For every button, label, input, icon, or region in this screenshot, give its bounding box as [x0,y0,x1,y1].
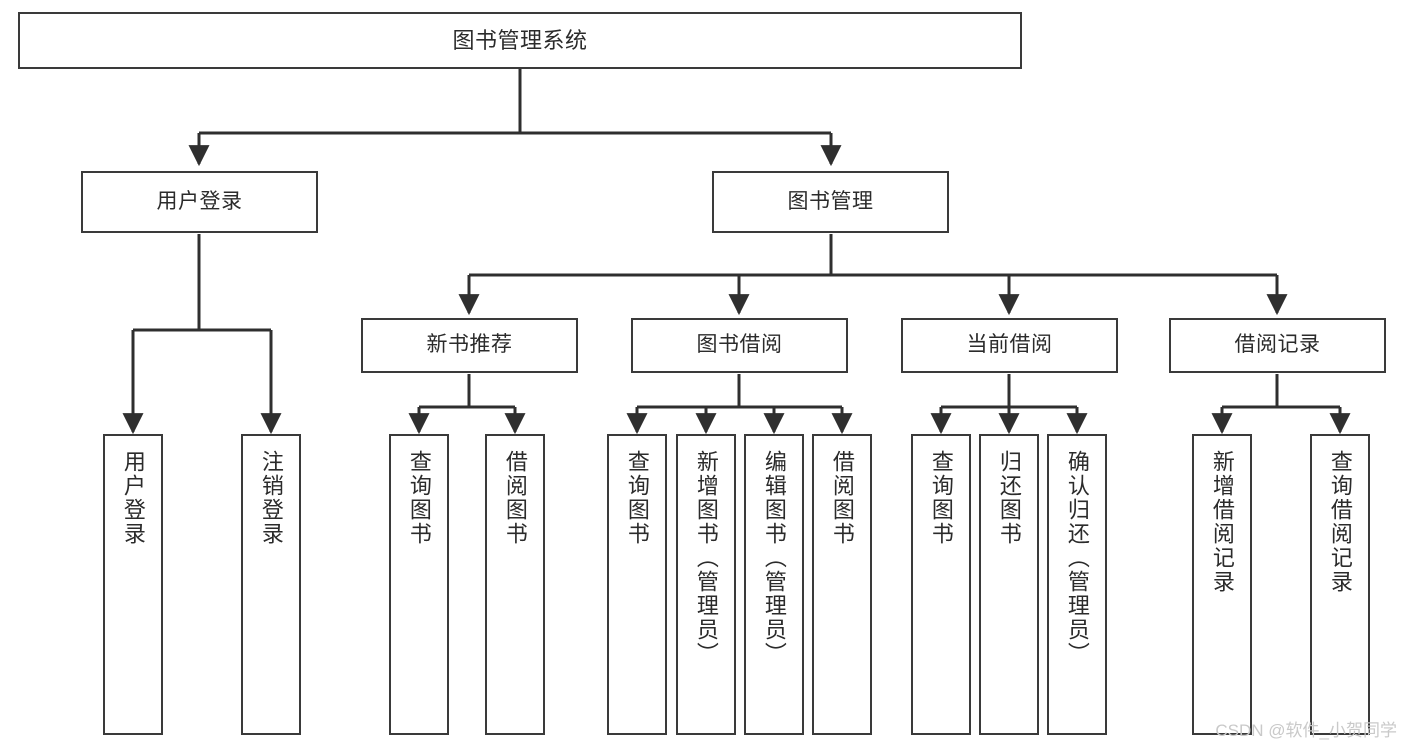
node-label: 归还图书 [996,450,1022,546]
node-borrow-record[interactable]: 借阅记录 [1169,318,1386,373]
node-book-borrow[interactable]: 图书借阅 [631,318,848,373]
csdn-watermark: CSDN @软件_小贺同学 [1215,721,1397,740]
node-label: 注销登录 [258,450,284,546]
node-label: 借阅图书 [502,450,528,546]
node-label: 查询图书 [624,450,650,546]
leaf-current-borrow-confirm-return-admin[interactable]: 确认归还（管理员） [1047,434,1107,735]
leaf-book-borrow-add-book-admin[interactable]: 新增图书（管理员） [676,434,736,735]
node-label: 用户登录 [156,189,243,213]
leaf-new-book-borrow-book[interactable]: 借阅图书 [485,434,545,735]
leaf-current-borrow-query-book[interactable]: 查询图书 [911,434,971,735]
node-label: 图书管理系统 [452,27,588,53]
node-label: 查询图书 [406,450,432,546]
leaf-book-borrow-edit-book-admin[interactable]: 编辑图书（管理员） [744,434,804,735]
leaf-current-borrow-return-book[interactable]: 归还图书 [979,434,1039,735]
node-current-borrow[interactable]: 当前借阅 [901,318,1118,373]
node-label: 查询图书 [928,450,954,546]
node-book-management[interactable]: 图书管理 [712,171,949,233]
node-label: 图书管理 [787,189,874,213]
node-label: 新增图书（管理员） [693,450,719,666]
node-label: 借阅图书 [829,450,855,546]
leaf-book-borrow-borrow-book[interactable]: 借阅图书 [812,434,872,735]
node-label: 图书借阅 [696,333,783,357]
node-label: 新增借阅记录 [1209,450,1235,594]
leaf-user-login-logout[interactable]: 注销登录 [241,434,301,735]
node-label: 查询借阅记录 [1327,450,1353,594]
node-label: 编辑图书（管理员） [761,450,787,666]
node-label: 当前借阅 [966,333,1053,357]
node-label: 确认归还（管理员） [1064,450,1090,666]
leaf-new-book-query-book[interactable]: 查询图书 [389,434,449,735]
leaf-borrow-record-add-record[interactable]: 新增借阅记录 [1192,434,1252,735]
leaf-book-borrow-query-book[interactable]: 查询图书 [607,434,667,735]
leaf-borrow-record-query-record[interactable]: 查询借阅记录 [1310,434,1370,735]
leaf-user-login-login[interactable]: 用户登录 [103,434,163,735]
node-label: 用户登录 [120,450,146,546]
node-label: 借阅记录 [1234,333,1321,357]
node-label: 新书推荐 [426,333,513,357]
node-root-book-management-system[interactable]: 图书管理系统 [18,12,1022,69]
node-new-book-recommend[interactable]: 新书推荐 [361,318,578,373]
node-user-login[interactable]: 用户登录 [81,171,318,233]
